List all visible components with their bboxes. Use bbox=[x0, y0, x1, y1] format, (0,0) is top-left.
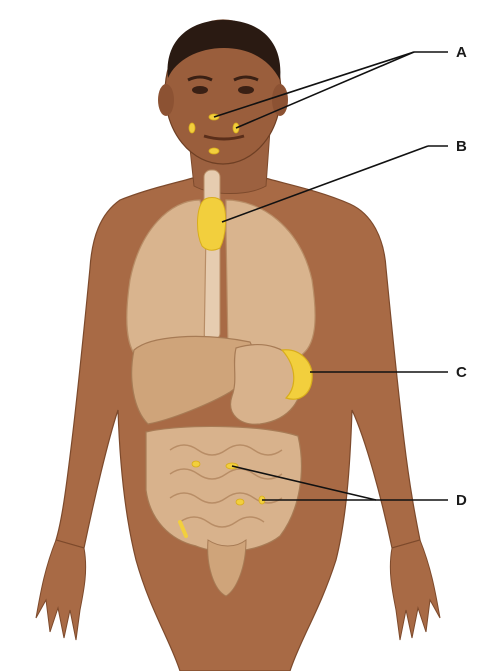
thyroid-gland bbox=[198, 198, 226, 251]
label-a: A bbox=[456, 44, 467, 61]
gland-a2 bbox=[189, 123, 195, 133]
gland-a4 bbox=[209, 148, 219, 154]
label-c: C bbox=[456, 364, 467, 381]
left-ear bbox=[158, 84, 174, 116]
label-d: D bbox=[456, 492, 467, 509]
trachea bbox=[204, 170, 220, 340]
intestines bbox=[146, 426, 301, 551]
label-b: B bbox=[456, 138, 467, 155]
gland-d1 bbox=[192, 461, 200, 467]
gland-d3 bbox=[236, 499, 244, 505]
right-hand bbox=[390, 540, 440, 640]
left-eye bbox=[192, 86, 208, 94]
left-hand bbox=[36, 540, 86, 640]
callout-labels: A B C D bbox=[456, 44, 467, 509]
right-eye bbox=[238, 86, 254, 94]
